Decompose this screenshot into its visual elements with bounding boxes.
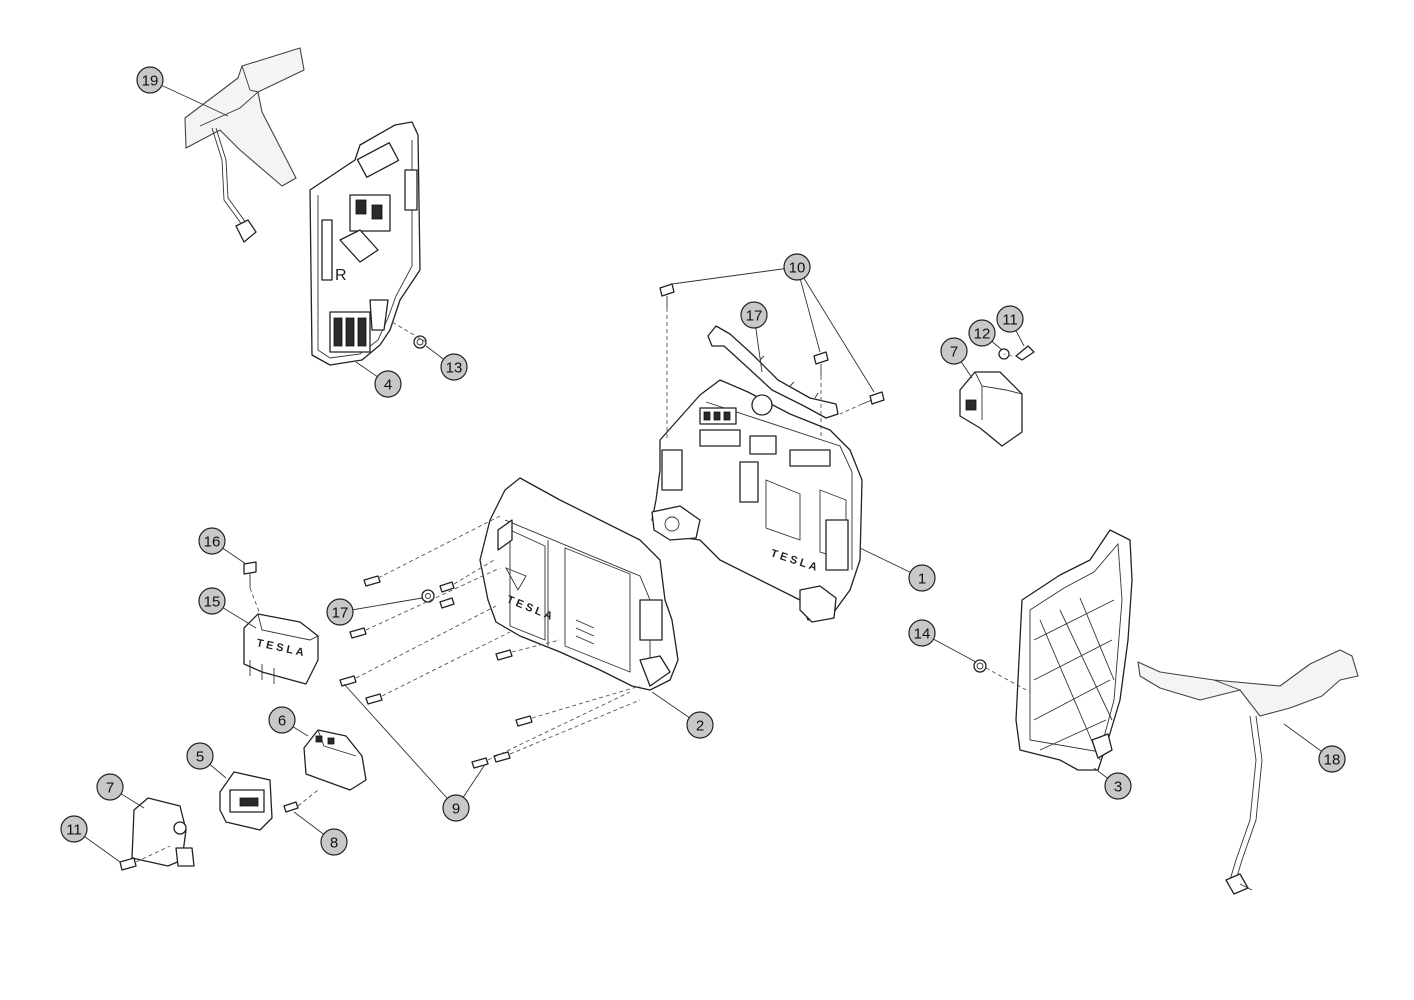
part-7-module-lower	[131, 797, 195, 867]
part-18-cover	[1137, 649, 1359, 895]
part-10-bolts	[659, 283, 885, 405]
callout-14: 15	[198, 587, 226, 615]
callout-15: 16	[198, 527, 226, 555]
callout-5: 5	[186, 742, 214, 770]
callout-3: 3	[1104, 772, 1132, 800]
callout-label: 6	[278, 713, 286, 730]
callout-11-lower: 11	[60, 815, 88, 843]
callout-label: 2	[696, 718, 704, 735]
callout-label: 13	[446, 360, 463, 377]
callout-label: 1	[918, 571, 926, 588]
callout-8: 8	[320, 828, 348, 856]
callout-12: 12	[968, 319, 996, 347]
callout-16: 17	[740, 301, 768, 329]
callout-label: 5	[196, 749, 204, 766]
part-13-nut-upper	[413, 335, 427, 349]
callout-4: 4	[374, 370, 402, 398]
callout-label: 11	[66, 822, 82, 839]
callout-7-upper: 7	[940, 337, 968, 365]
part-2-enclosure: TESLA	[479, 477, 679, 691]
callout-label: 17	[746, 308, 763, 325]
part-14-connector: TESLA	[243, 613, 319, 685]
part-17-washer	[421, 589, 435, 603]
svg-text:R: R	[335, 267, 347, 284]
assembly-dashed-lines	[135, 308, 1031, 863]
callout-label: 18	[1324, 752, 1341, 769]
callout-13-lower: 14	[908, 619, 936, 647]
part-3-bracket	[1015, 529, 1133, 771]
callout-7-lower: 7	[96, 773, 124, 801]
callout-17: 17	[326, 598, 354, 626]
callout-1: 1	[908, 564, 936, 592]
callout-label: 15	[204, 594, 221, 611]
part-11-screw-lower	[119, 857, 137, 871]
callout-13-upper: 13	[440, 353, 468, 381]
part-5-module	[219, 771, 273, 831]
callout-11-upper: 11	[996, 305, 1024, 333]
callout-label: 3	[1114, 779, 1122, 796]
part-8-screw	[283, 801, 299, 813]
part-6-module	[303, 729, 367, 791]
callout-label: 10	[789, 260, 806, 277]
callout-label: 14	[914, 626, 931, 643]
callout-10: 10	[783, 253, 811, 281]
callout-6: 6	[268, 706, 296, 734]
callout-label: 7	[106, 780, 114, 797]
part-1-front-board: TESLA	[651, 379, 863, 623]
callout-18: 18	[1318, 745, 1346, 773]
callout-label: 9	[452, 801, 460, 818]
part-13-nut-lower	[973, 659, 987, 673]
callout-label: 8	[330, 835, 338, 852]
callout-2: 2	[686, 711, 714, 739]
callout-label: 17	[332, 605, 349, 622]
callout-label: 16	[204, 534, 221, 551]
callout-label: 12	[974, 326, 991, 343]
part-19-cover	[184, 47, 305, 243]
callout-label: 19	[142, 73, 159, 90]
part-11-screw-upper	[1015, 345, 1035, 361]
callout-label: 4	[384, 377, 392, 394]
part-4-rear-board: R	[309, 121, 421, 366]
callout-label: 7	[950, 344, 958, 361]
part-9-screws	[339, 575, 533, 769]
callout-9: 9	[442, 794, 470, 822]
part-7-module-upper	[959, 371, 1023, 447]
callout-19: 19	[136, 66, 164, 94]
callout-label: 11	[1002, 312, 1018, 329]
part-15-bolt	[243, 561, 257, 588]
